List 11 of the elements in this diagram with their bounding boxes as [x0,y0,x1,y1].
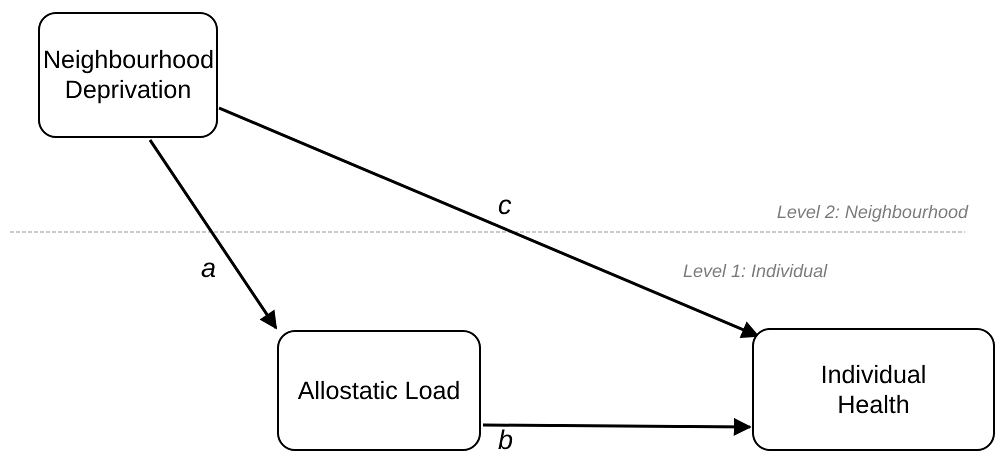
node-label: Individual Health [820,360,928,420]
edge-label: b [496,428,516,452]
level-label: Level 2: Neighbourhood [776,202,968,223]
variable-box [38,12,218,138]
arrow [482,418,752,436]
variable-box [752,328,995,451]
arrow [148,139,278,330]
level-label: Level 1: Individual [683,261,828,282]
node-label: Neighbourhood Deprivation [43,45,213,105]
variable-box [277,330,481,451]
node-label: Allostatic Load [298,376,460,406]
